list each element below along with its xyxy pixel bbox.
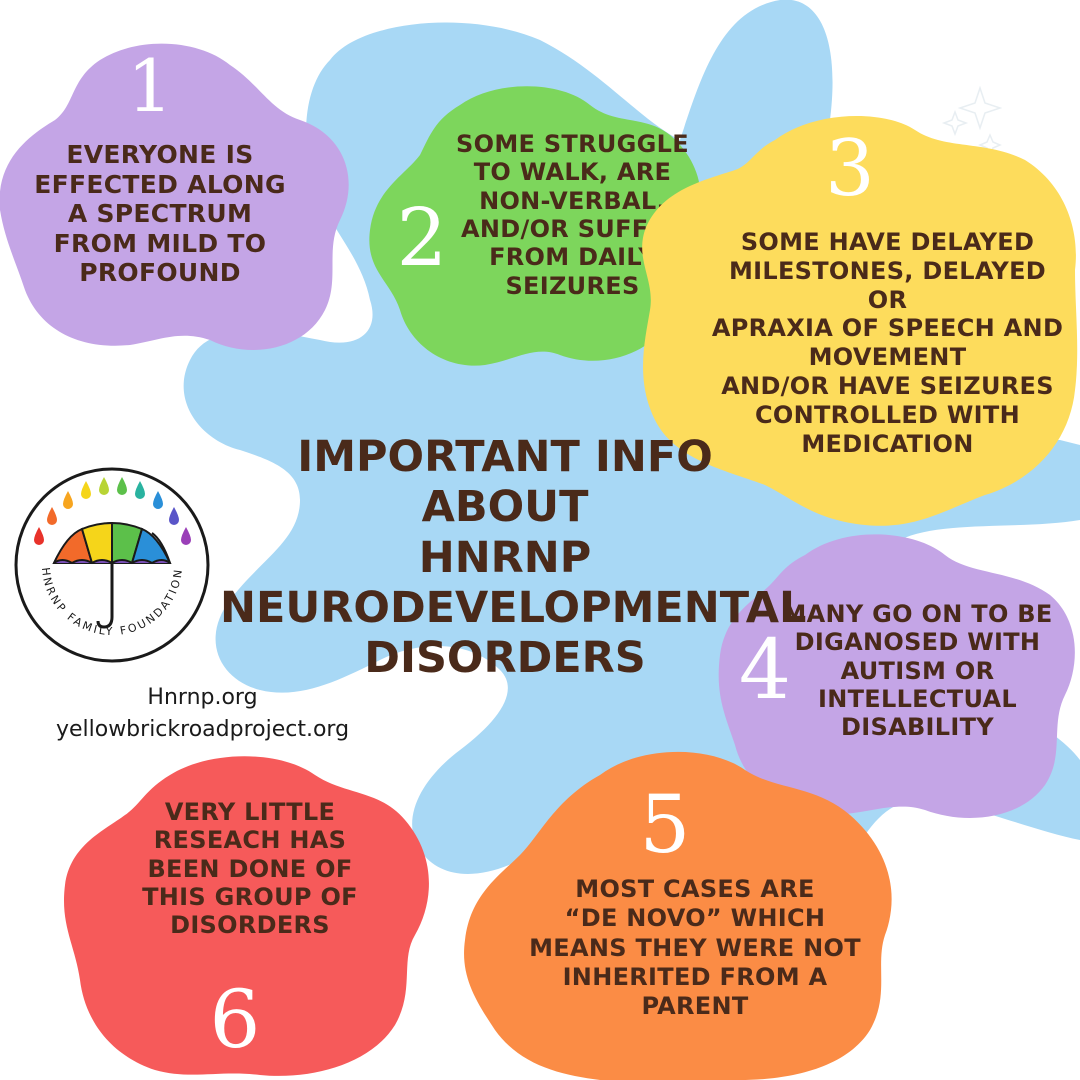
link-yellowbrickroad[interactable]: yellowbrickroadproject.org <box>55 716 350 742</box>
fact-text-3: SOME HAVE DELAYED MILESTONES, DELAYED OR… <box>711 228 1064 458</box>
sparkle-icon <box>941 109 969 137</box>
fact-text-4: MANY GO ON TO BE DIGANOSED WITH AUTISM O… <box>782 600 1053 742</box>
fact-text-5: MOST CASES ARE “DE NOVO” WHICH MEANS THE… <box>529 875 861 1021</box>
fact-number-2: 2 <box>396 191 448 284</box>
fact-number-1: 1 <box>127 44 173 128</box>
fact-blob-4 <box>718 534 1075 818</box>
fact-blob-6 <box>63 756 429 1076</box>
rainbow-umbrella-icon: HNRNP FAMILY FOUNDATION <box>14 467 210 663</box>
link-hnrnp[interactable]: Hnrnp.org <box>147 685 258 710</box>
fact-blob-2 <box>369 86 701 366</box>
fact-blob-5 <box>464 751 892 1080</box>
fact-blob-1 <box>0 43 349 350</box>
fact-number-4: 4 <box>738 623 792 718</box>
fact-text-2: SOME STRUGGLE TO WALK, ARE NON-VERBAL, A… <box>456 130 689 300</box>
fact-number-5: 5 <box>639 778 691 871</box>
fact-number-6: 6 <box>209 973 261 1066</box>
main-title: IMPORTANT INFO ABOUT HNRNP NEURODEVELOPM… <box>220 432 807 684</box>
foundation-logo: HNRNP FAMILY FOUNDATION <box>12 465 212 665</box>
fact-text-1: EVERYONE IS EFFECTED ALONG A SPECTRUM FR… <box>34 140 286 287</box>
fact-text-6: VERY LITTLE RESEACH HAS BEEN DONE OF THI… <box>142 798 358 940</box>
links: Hnrnp.org yellowbrickroadproject.org <box>30 682 375 746</box>
fact-blob-3 <box>642 116 1078 526</box>
sparkle-icon <box>957 85 1003 131</box>
fact-number-3: 3 <box>825 124 875 214</box>
